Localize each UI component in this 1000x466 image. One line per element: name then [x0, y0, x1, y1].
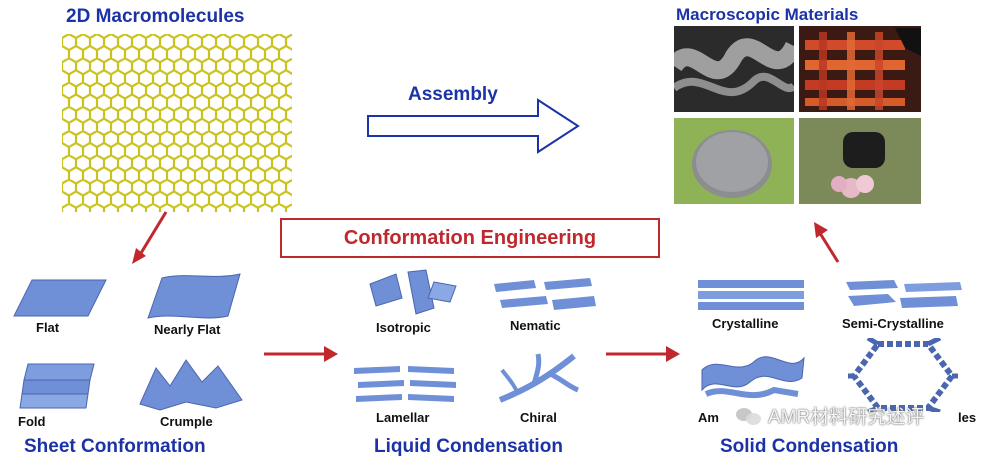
sheet-conformation-title: Sheet Conformation [24, 436, 206, 457]
fiber-sem-photo [674, 26, 794, 112]
liquid-to-solid-arrow [606, 346, 680, 362]
up-arrow [814, 222, 840, 263]
assembly-arrow [367, 98, 580, 154]
sheet-to-liquid-arrow [264, 346, 338, 362]
watermark-text: AMR材料研究述评 [768, 407, 925, 428]
conformation-engineering-box: Conformation Engineering [280, 218, 660, 258]
aerogel-on-flower-photo [799, 118, 921, 204]
assembly-label: Assembly [408, 84, 498, 105]
flat-label: Flat [36, 320, 60, 335]
lamellar-label: Lamellar [376, 410, 430, 425]
film-weave-photo [799, 26, 921, 112]
semi-crystalline-illustration [846, 280, 962, 308]
flat-sheet-illustration [13, 279, 107, 317]
fold-label: Fold [18, 414, 46, 429]
solid-condensation-title: Solid Condensation [720, 436, 899, 457]
macromolecules-title: 2D Macromolecules [66, 6, 245, 27]
fold-sheet-illustration [19, 363, 95, 409]
amorphous-label-fragment: Am [698, 410, 719, 425]
crumple-label: Crumple [160, 414, 213, 429]
nearly-flat-sheet-illustration [147, 273, 241, 319]
wechat-icon [736, 406, 762, 426]
chiral-label: Chiral [520, 410, 557, 425]
conformation-engineering-label: Conformation Engineering [343, 226, 597, 249]
lamellar-illustration [354, 366, 456, 402]
macroscopic-title: Macroscopic Materials [676, 5, 859, 24]
chiral-illustration [498, 353, 580, 403]
semi-crystalline-label: Semi-Crystalline [842, 316, 944, 331]
crumple-sheet-illustration [139, 359, 243, 411]
network-label-fragment: les [958, 410, 977, 425]
amorphous-illustration [701, 356, 805, 399]
hexagonal-network-illustration [848, 338, 958, 412]
nematic-illustration [494, 278, 596, 310]
watermark: AMR材料研究述评 [736, 402, 924, 429]
isotropic-label: Isotropic [376, 320, 431, 335]
isotropic-illustration [369, 269, 457, 315]
liquid-condensation-title: Liquid Condensation [374, 436, 563, 457]
down-left-arrow [132, 211, 168, 264]
crystalline-label: Crystalline [712, 316, 779, 331]
crystalline-illustration [698, 280, 804, 310]
nematic-label: Nematic [510, 318, 561, 333]
graphene-lattice [62, 34, 292, 212]
nearly-flat-label: Nearly Flat [154, 322, 221, 337]
disc-on-leaf-photo [674, 118, 794, 204]
